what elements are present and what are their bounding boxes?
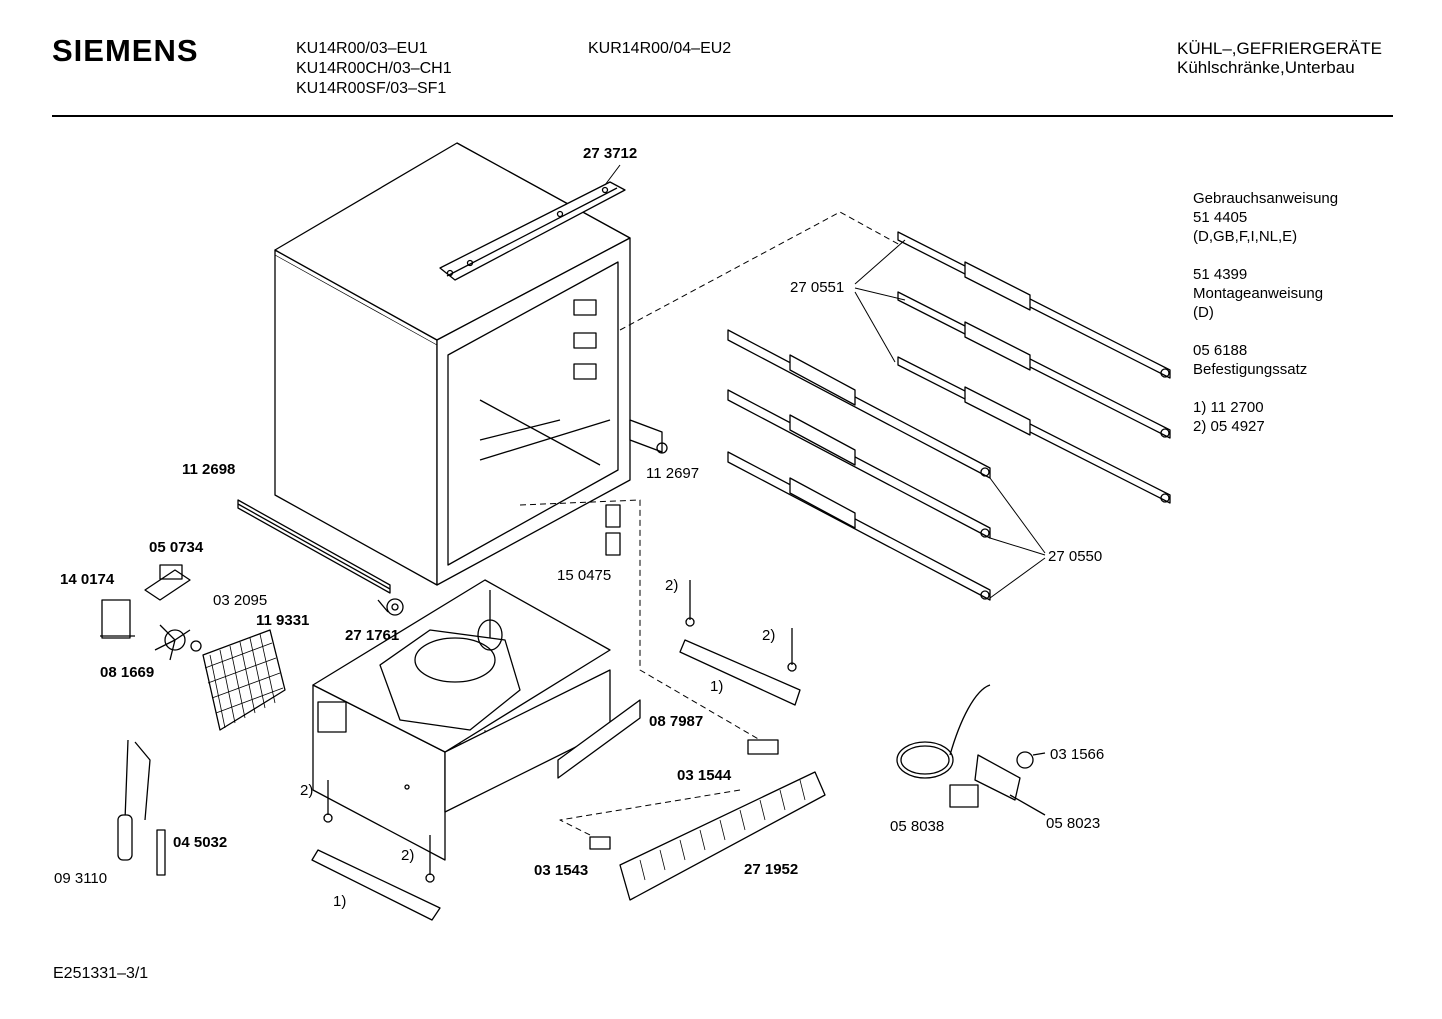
slide-rails-lower bbox=[727, 329, 991, 601]
part-label-045032: 04 5032 bbox=[173, 834, 228, 851]
thermostat-assembly bbox=[896, 684, 1046, 816]
part-label-087987: 08 7987 bbox=[649, 713, 704, 730]
part-label-112697: 11 2697 bbox=[646, 465, 700, 482]
info-line: (D) bbox=[1193, 304, 1214, 321]
info-line: Gebrauchsanweisung bbox=[1193, 190, 1339, 207]
front-panel bbox=[557, 699, 641, 779]
part-label-032095: 03 2095 bbox=[213, 592, 268, 609]
model-list-primary: KU14R00/03–EU1 KU14R00CH/03–CH1 KU14R00S… bbox=[296, 39, 452, 99]
part-label-119331: 11 9331 bbox=[256, 612, 310, 629]
footnote-marker: 2) bbox=[300, 782, 314, 799]
part-label-058038: 05 8038 bbox=[890, 818, 945, 835]
info-line: 51 4405 bbox=[1193, 209, 1248, 226]
model-number: KU14R00SF/03–SF1 bbox=[296, 80, 447, 97]
model-number: KU14R00/03–EU1 bbox=[296, 40, 428, 57]
footnote-marker: 1) bbox=[710, 678, 724, 695]
fan-motor bbox=[100, 599, 202, 661]
drawing-code: E251331–3/1 bbox=[53, 965, 149, 982]
footnote-marker: 1) bbox=[333, 893, 347, 910]
info-line: 2) 05 4927 bbox=[1193, 418, 1265, 435]
left-rail bbox=[237, 499, 404, 616]
part-label-031544: 03 1544 bbox=[677, 767, 732, 784]
info-line: (D,GB,F,I,NL,E) bbox=[1193, 228, 1298, 245]
category-block: KÜHL–,GEFRIERGERÄTE Kühlschränke,Unterba… bbox=[1177, 39, 1382, 77]
model-number: KU14R00CH/03–CH1 bbox=[296, 60, 452, 77]
cabinet-body bbox=[274, 142, 631, 586]
leader-lines bbox=[604, 164, 1046, 599]
info-spacer bbox=[1193, 379, 1338, 398]
part-label-271761: 27 1761 bbox=[345, 627, 400, 644]
model-list-secondary: KUR14R00/04–EU2 bbox=[588, 39, 731, 59]
info-line: 05 6188 bbox=[1193, 342, 1248, 359]
drawer-tray bbox=[379, 619, 521, 731]
part-label-270550: 27 0550 bbox=[1048, 548, 1103, 565]
info-spacer bbox=[1193, 322, 1338, 341]
top-bracket bbox=[439, 181, 626, 281]
info-line: 51 4399 bbox=[1193, 266, 1248, 283]
category-subtitle: Kühlschränke,Unterbau bbox=[1177, 58, 1355, 77]
part-label-031543: 03 1543 bbox=[534, 862, 589, 879]
footnote-marker: 2) bbox=[401, 847, 415, 864]
info-line: 1) 11 2700 bbox=[1193, 399, 1264, 416]
part-label-271952: 27 1952 bbox=[744, 861, 799, 878]
plinth-grille bbox=[619, 771, 826, 901]
category-title: KÜHL–,GEFRIERGERÄTE bbox=[1177, 39, 1382, 58]
part-label-140174: 14 0174 bbox=[60, 571, 115, 588]
part-label-150475: 15 0475 bbox=[557, 567, 612, 584]
footnote-marker: 2) bbox=[665, 577, 679, 594]
sensor-tube bbox=[117, 739, 166, 876]
part-label-270551: 27 0551 bbox=[790, 279, 845, 296]
brand-logo: SIEMENS bbox=[52, 33, 199, 68]
slide-rails-upper bbox=[897, 231, 1171, 504]
part-label-112698: 11 2698 bbox=[182, 461, 236, 478]
part-label-081669: 08 1669 bbox=[100, 664, 155, 681]
documentation-info: Gebrauchsanweisung 51 4405 (D,GB,F,I,NL,… bbox=[1193, 189, 1338, 436]
header-divider bbox=[52, 115, 1393, 117]
clips bbox=[589, 504, 779, 850]
part-label-058023: 05 8023 bbox=[1046, 815, 1101, 832]
part-label-273712: 27 3712 bbox=[583, 145, 638, 162]
info-spacer bbox=[1193, 246, 1338, 265]
hinge-bracket bbox=[629, 419, 668, 454]
part-label-050734: 05 0734 bbox=[149, 539, 204, 556]
part-label-093110: 09 3110 bbox=[54, 870, 108, 887]
footnote-marker: 2) bbox=[762, 627, 776, 644]
model-number: KUR14R00/04–EU2 bbox=[588, 40, 732, 57]
info-line: Montageanweisung bbox=[1193, 285, 1324, 302]
part-label-031566: 03 1566 bbox=[1050, 746, 1105, 763]
condenser-coil bbox=[202, 629, 286, 731]
thermostat-bracket bbox=[144, 564, 191, 601]
info-line: Befestigungssatz bbox=[1193, 361, 1308, 378]
mounting-feet bbox=[311, 580, 801, 921]
